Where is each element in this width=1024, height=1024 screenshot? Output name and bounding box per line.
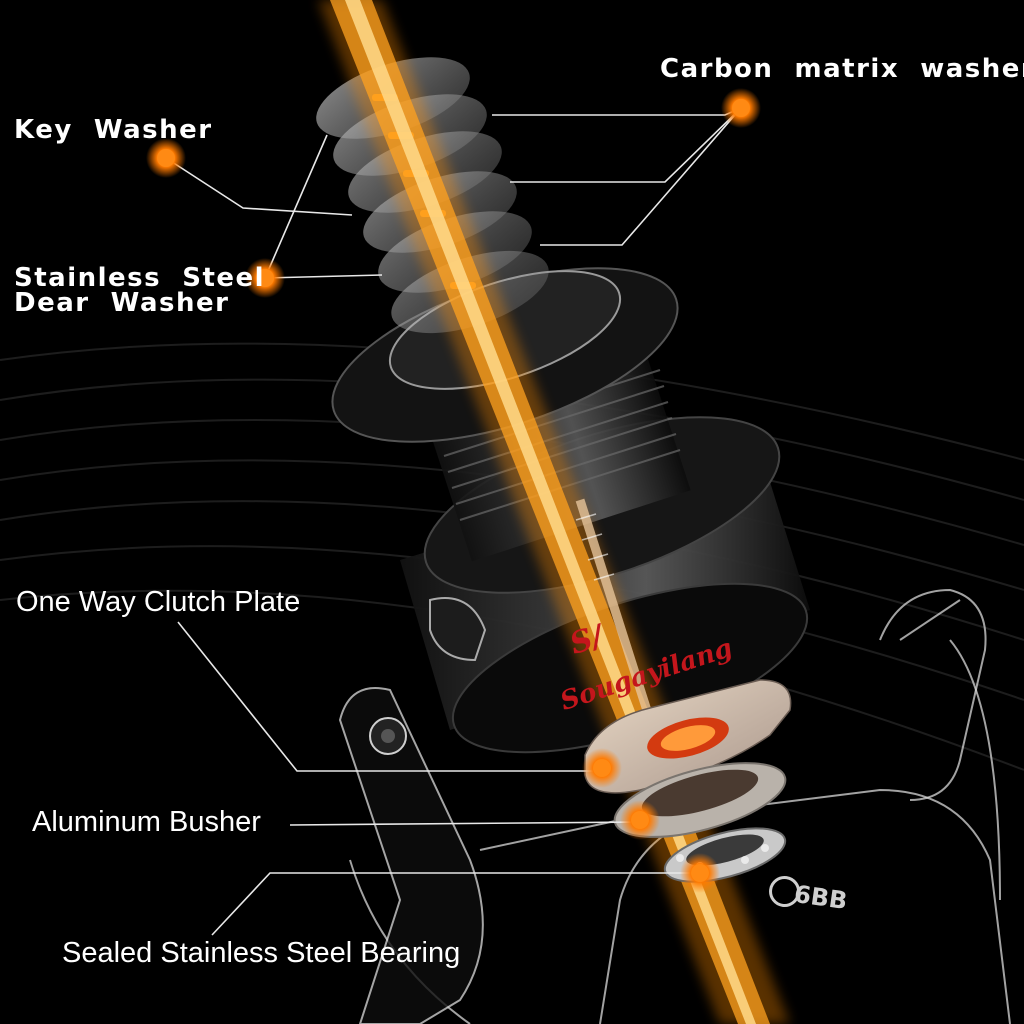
- callout-dot-key: [146, 138, 186, 178]
- reel-body-outline: [349, 588, 1011, 1024]
- leader-carbon-3: [540, 107, 742, 246]
- label-stainless-line2: Dear Washer: [14, 288, 229, 318]
- leader-clutch: [177, 621, 602, 772]
- label-bearing: Sealed Stainless Steel Bearing: [62, 937, 460, 969]
- leader-bearing: [211, 872, 700, 936]
- leader-carbon-2: [510, 107, 742, 183]
- callout-labels: Carbon matrix washers Key Washer Stainle…: [14, 54, 1024, 969]
- leader-stainless-1: [264, 134, 328, 279]
- label-key-washer: Key Washer: [14, 115, 213, 145]
- leader-key: [165, 157, 353, 216]
- label-stainless-line1: Stainless Steel: [14, 263, 265, 293]
- label-carbon-washers: Carbon matrix washers: [660, 54, 1024, 84]
- callout-dot-carbon: [721, 88, 761, 128]
- handle-arm: [338, 687, 484, 1024]
- one-way-clutch-plate: [584, 679, 792, 794]
- callout-dot-bearing: [680, 853, 720, 893]
- label-aluminum-busher: Aluminum Busher: [32, 806, 261, 838]
- callout-dot-busher: [620, 800, 660, 840]
- leader-busher: [289, 821, 641, 826]
- drive-shaft: [575, 498, 655, 722]
- callout-dot-stainless: [245, 258, 285, 298]
- callout-dots: [146, 88, 761, 893]
- label-clutch-plate: One Way Clutch Plate: [16, 586, 300, 618]
- callout-dot-clutch: [582, 748, 622, 788]
